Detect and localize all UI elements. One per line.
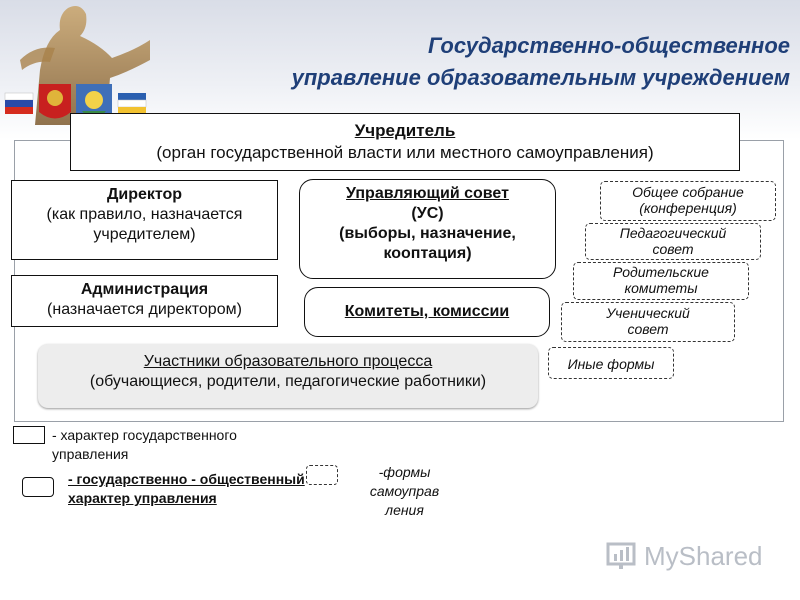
director-line-2: учредителем) (93, 226, 196, 243)
council-line-2: (УС) (411, 205, 444, 222)
director-title: Директор (106, 186, 183, 203)
council-line-3: (выборы, назначение, (339, 225, 516, 242)
russia-flag (4, 92, 34, 114)
legend-public-text: - государственно - общественный характер… (68, 470, 378, 508)
administration-subtitle: (назначается директором) (47, 301, 242, 318)
form-other: Иные формы (548, 347, 674, 379)
committees-label: Комитеты, комиссии (344, 303, 510, 320)
legend-state-line-1: - характер государственного (52, 427, 237, 443)
legend-public-line-1: - государственно - общественный (68, 471, 305, 487)
myshared-logo-icon (606, 542, 636, 569)
council-line-1: Управляющий совет (346, 185, 509, 202)
director-line-1: (как правило, назначается (46, 206, 243, 223)
form-student-council: Ученический совет (561, 302, 735, 342)
form-line-1: Иные формы (567, 356, 655, 372)
watermark: MyShared (606, 536, 786, 576)
governing-council-box: Управляющий совет (УС) (выборы, назначен… (299, 179, 556, 279)
legend-state-line-2: управления (52, 446, 129, 462)
form-line-1: Родительские (613, 264, 709, 280)
form-line-1: Общее собрание (632, 184, 744, 200)
legend-public-swatch (22, 477, 54, 497)
form-line-2: (конференция) (639, 200, 737, 216)
council-line-4: кооптация) (383, 245, 472, 262)
form-line-1: Ученический (606, 305, 690, 321)
buryatia-coat-of-arms (76, 84, 112, 121)
legend-self-line-1: -формы (378, 464, 431, 480)
legend-state-swatch (13, 426, 45, 444)
legend-state-text: - характер государственного управления (52, 426, 312, 464)
legend-self-line-3: ления (385, 502, 424, 518)
founder-subtitle: (орган государственной власти или местно… (156, 143, 654, 162)
legend-self-line-2: самоуправ (369, 483, 440, 499)
form-line-1: Педагогический (619, 225, 727, 241)
participants-title: Участники образовательного процесса (143, 353, 433, 370)
participants-subtitle: (обучающиеся, родители, педагогические р… (89, 373, 487, 390)
administration-box: Администрация (назначается директором) (11, 275, 278, 327)
participants-box: Участники образовательного процесса (обу… (38, 344, 538, 408)
form-general-meeting: Общее собрание (конференция) (600, 181, 776, 221)
founder-box: Учредитель (орган государственной власти… (70, 113, 740, 171)
administration-title: Администрация (80, 281, 209, 298)
form-parent-committees: Родительские комитеты (573, 262, 749, 300)
form-line-2: комитеты (624, 280, 698, 296)
page-title: Государственно-общественное управление о… (170, 30, 790, 94)
founder-title: Учредитель (354, 121, 456, 140)
form-pedagogical-council: Педагогический совет (585, 223, 761, 260)
committees-box: Комитеты, комиссии (304, 287, 550, 337)
russia-coat-of-arms (39, 84, 71, 119)
director-box: Директор (как правило, назначается учред… (11, 180, 278, 260)
statue-emblem (4, 6, 150, 125)
title-line-2: управление образовательным учреждением (291, 65, 790, 90)
legend-self-text: -формы самоуправ ления (352, 463, 457, 520)
form-line-2: совет (627, 321, 669, 337)
title-line-1: Государственно-общественное (427, 33, 790, 58)
legend-public-line-2: характер управления (68, 490, 217, 506)
form-line-2: совет (652, 241, 694, 257)
buryatia-flag (117, 93, 147, 114)
legend-self-swatch (306, 465, 338, 485)
watermark-text: MyShared (644, 540, 763, 571)
